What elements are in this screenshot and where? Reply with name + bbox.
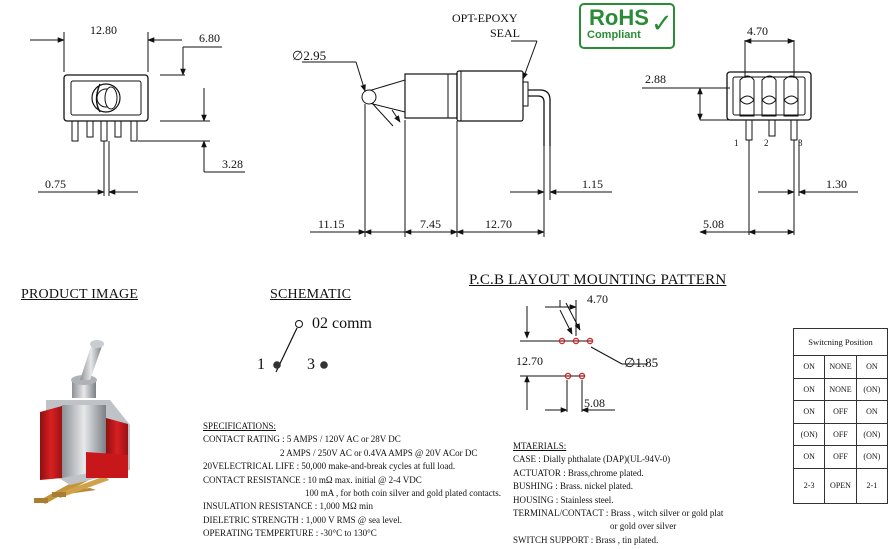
table-cell: OFF <box>824 400 857 424</box>
dim-front-lever: 6.80 <box>199 31 220 45</box>
dim-front-pin-width: 0.75 <box>45 177 66 191</box>
dim-front-width: 12.80 <box>90 23 117 37</box>
pcb-drawing <box>520 300 648 413</box>
dim-side-d: 1.15 <box>582 177 603 191</box>
material-line: HOUSING : Stainless steel. <box>513 494 614 505</box>
dim-back-width: 4.70 <box>747 24 768 38</box>
schematic-contacts <box>273 361 328 369</box>
spec-line: OPERATING TEMPERTURE : -30°C to 130°C <box>203 528 377 539</box>
table-row: ON OFF (ON) <box>792 445 888 469</box>
rohs-logo-top: RoHS <box>589 5 649 30</box>
product-image-render <box>34 340 130 504</box>
table-cell: ON <box>792 377 826 401</box>
section-schematic: SCHEMATIC <box>270 287 352 302</box>
dim-back-pin-width: 1.30 <box>826 177 847 191</box>
table-cell: (ON) <box>792 422 826 446</box>
spec-line: 2 AMPS / 250V AC or 0.4VA AMPS @ 20V ACo… <box>280 447 478 458</box>
pin-label-2: 2 <box>764 138 769 148</box>
side-view-drawing <box>302 40 612 237</box>
pin-label-1: 1 <box>734 138 739 148</box>
materials-block: MTAERIALS: CASE : Dially phthalate (DAP)… <box>513 440 723 547</box>
rohs-logo: RoHS Compliant ✓ <box>579 3 675 49</box>
rohs-logo-bottom: Compliant <box>587 29 641 41</box>
pcb-holes <box>558 337 594 380</box>
spec-line: 100 mA , for both coin silver and gold p… <box>305 488 501 499</box>
table-cell: ON <box>792 355 826 379</box>
material-line: ACTUATOR : Brass,chrome plated. <box>513 467 644 478</box>
table-row: 2-3 OPEN 2-1 <box>792 467 888 504</box>
table-cell: ON <box>792 400 826 424</box>
table-cell: (ON) <box>855 422 888 446</box>
dim-side-c: 12.70 <box>485 217 512 231</box>
material-line: BUSHING : Brass. nickel plated. <box>513 481 633 492</box>
front-view-drawing <box>30 32 245 196</box>
material-line: CASE : Dially phthalate (DAP)(UL-94V-0) <box>513 454 671 465</box>
pcb-dim-height: 12.70 <box>516 354 543 368</box>
materials-title: MTAERIALS: <box>513 441 567 451</box>
material-line: TERMINAL/CONTACT : Brass , witch silver … <box>513 508 724 519</box>
table-cell: OFF <box>824 445 857 469</box>
checkmark-icon: ✓ <box>651 9 673 39</box>
table-row: ON NONE ON <box>792 355 888 379</box>
table-row: (ON) OFF (ON) <box>792 422 888 446</box>
schematic-right-label: 3 <box>307 356 315 373</box>
section-product-image: PRODUCT IMAGE <box>21 287 139 302</box>
pcb-hole-centers <box>561 340 591 377</box>
table-cell: ON <box>855 355 888 379</box>
spec-line: INSULATION RESISTANCE : 1,000 MΩ min <box>203 501 373 512</box>
section-pcb: P.C.B LAYOUT MOUNTING PATTERN <box>469 272 727 288</box>
table-cell: ON <box>792 445 826 469</box>
pin-label-3: 3 <box>798 138 803 148</box>
specifications-title: SPECIFICATIONS: <box>203 421 277 431</box>
dim-side-diameter: ∅2.95 <box>292 48 327 63</box>
table-row: ON NONE (ON) <box>792 377 888 401</box>
table-cell: 2-3 <box>792 467 826 504</box>
table-cell: NONE <box>824 377 857 401</box>
spec-line: CONTACT RATING : 5 AMPS / 120V AC or 28V… <box>203 434 401 445</box>
table-cell: (ON) <box>855 445 888 469</box>
dim-back-height: 2.88 <box>645 72 666 86</box>
pcb-dim-pitch: 5.08 <box>584 396 605 410</box>
table-cell: OFF <box>824 422 857 446</box>
dim-back-pitch: 5.08 <box>703 217 724 231</box>
schematic-left-label: 1 <box>257 356 265 373</box>
switching-position-table: Switcning Position ON NONE ON ON NONE (O… <box>792 328 888 504</box>
dim-side-b: 7.45 <box>420 217 441 231</box>
table-row: ON OFF ON <box>792 400 888 424</box>
table-cell: (ON) <box>855 377 888 401</box>
back-view-drawing <box>642 38 858 235</box>
table-cell: OPEN <box>824 467 857 504</box>
spec-line: DIELETRIC STRENGTH : 1,000 V RMS @ sea l… <box>203 514 402 525</box>
table-cell: 2-1 <box>855 467 888 504</box>
switching-table-title: Switcning Position <box>793 328 888 356</box>
seal-label-line1: OPT-EPOXY <box>452 11 518 25</box>
dim-front-pin-length: 3.28 <box>222 157 243 171</box>
schematic-common-label: 02 comm <box>312 315 372 332</box>
dim-side-a: 11.15 <box>318 217 345 231</box>
pcb-dim-width: 4.70 <box>587 292 608 306</box>
material-line: SWITCH SUPPORT : Brass , tin plated. <box>513 534 659 545</box>
spec-line: CONTACT RESISTANCE : 10 mΩ max. initial … <box>203 474 422 485</box>
material-line: or gold over silver <box>610 521 677 532</box>
spec-line: 20VELECTRICAL LIFE : 50,000 make-and-bre… <box>203 461 456 472</box>
seal-label-line2: SEAL <box>490 26 520 40</box>
pcb-hole-diameter: ∅1.85 <box>624 355 659 370</box>
specifications-block: SPECIFICATIONS: CONTACT RATING : 5 AMPS … <box>203 420 501 541</box>
table-cell: NONE <box>824 355 857 379</box>
table-cell: ON <box>855 400 888 424</box>
